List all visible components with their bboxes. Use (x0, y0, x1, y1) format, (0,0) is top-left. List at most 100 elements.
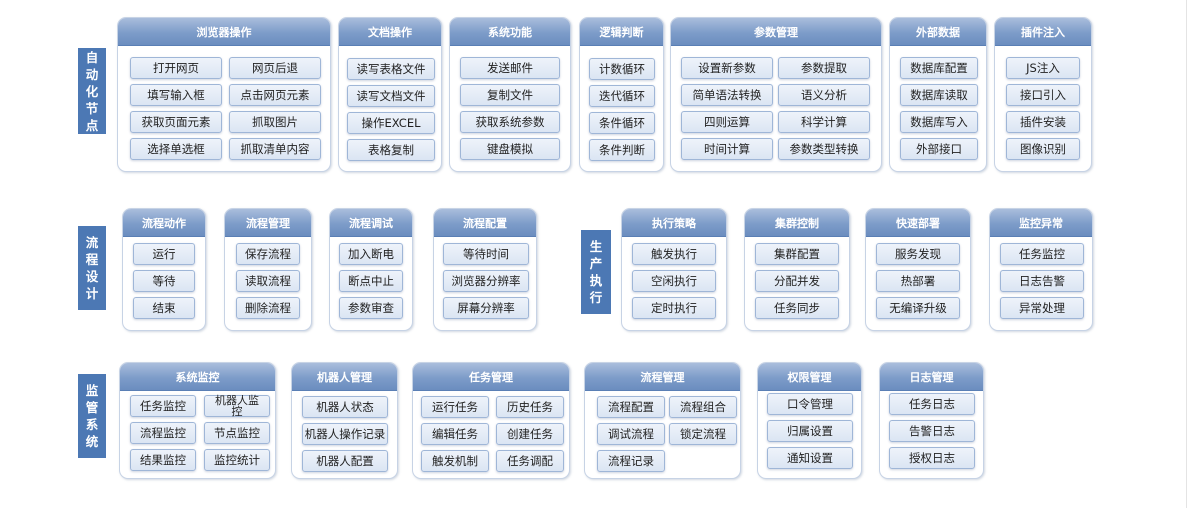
row-label-char: 行 (589, 290, 603, 305)
feature-item[interactable]: 授权日志 (889, 447, 975, 469)
feature-item[interactable]: 数据库写入 (900, 111, 978, 133)
feature-item[interactable]: 任务监控 (130, 395, 196, 417)
feature-item[interactable]: 图像识别 (1006, 138, 1080, 160)
row-label-char: 监 (85, 383, 99, 398)
feature-item[interactable]: 屏幕分辨率 (443, 297, 529, 319)
feature-item[interactable]: 任务调配 (496, 450, 564, 472)
feature-item[interactable]: 机器人配置 (302, 450, 388, 472)
feature-group: 执行策略触发执行空闲执行定时执行 (621, 208, 727, 331)
feature-item[interactable]: 断点中止 (339, 270, 403, 292)
feature-item[interactable]: 获取系统参数 (460, 111, 560, 133)
feature-item[interactable]: 点击网页元素 (229, 84, 321, 106)
feature-item[interactable]: 表格复制 (347, 139, 435, 161)
feature-group: 浏览器操作打开网页网页后退填写输入框点击网页元素获取页面元素抓取图片选择单选框抓… (117, 17, 331, 172)
feature-item[interactable]: 异常处理 (1000, 297, 1084, 319)
feature-item[interactable]: 结果监控 (130, 449, 196, 471)
feature-item[interactable]: 历史任务 (496, 396, 564, 418)
feature-item[interactable]: 通知设置 (767, 447, 853, 469)
feature-item[interactable]: 分配并发 (755, 270, 839, 292)
feature-item[interactable]: 调试流程 (597, 423, 665, 445)
feature-item[interactable]: 简单语法转换 (681, 84, 773, 106)
feature-item[interactable]: 抓取清单内容 (229, 138, 321, 160)
group-title: 外部数据 (890, 18, 986, 46)
feature-item[interactable]: 迭代循环 (589, 85, 655, 107)
feature-item[interactable]: 机器人监控 (204, 395, 270, 417)
feature-item[interactable]: 操作EXCEL (347, 112, 435, 134)
feature-item[interactable]: 等待 (133, 270, 195, 292)
feature-item[interactable]: 等待时间 (443, 243, 529, 265)
feature-item[interactable]: 浏览器分辨率 (443, 270, 529, 292)
feature-item[interactable]: 填写输入框 (130, 84, 222, 106)
feature-item[interactable]: 抓取图片 (229, 111, 321, 133)
group-title: 任务管理 (413, 363, 569, 391)
feature-group: 逻辑判断计数循环迭代循环条件循环条件判断 (579, 17, 664, 172)
feature-item[interactable]: 监控统计 (204, 449, 270, 471)
feature-item[interactable]: 锁定流程 (669, 423, 737, 445)
feature-item[interactable]: 键盘模拟 (460, 138, 560, 160)
feature-item[interactable]: 数据库读取 (900, 84, 978, 106)
feature-item[interactable]: 获取页面元素 (130, 111, 222, 133)
feature-item[interactable]: 保存流程 (236, 243, 300, 265)
feature-item[interactable]: 触发执行 (632, 243, 716, 265)
feature-item[interactable]: 复制文件 (460, 84, 560, 106)
feature-item[interactable]: 数据库配置 (900, 57, 978, 79)
feature-item[interactable]: 插件安装 (1006, 111, 1080, 133)
feature-item[interactable]: 读写表格文件 (347, 58, 435, 80)
feature-item[interactable]: 流程记录 (597, 450, 665, 472)
feature-item[interactable]: 热部署 (876, 270, 960, 292)
right-border (1186, 0, 1187, 508)
feature-item[interactable]: 机器人状态 (302, 396, 388, 418)
group-title: 权限管理 (758, 363, 861, 391)
feature-item[interactable]: 触发机制 (421, 450, 489, 472)
feature-item[interactable]: 接口引入 (1006, 84, 1080, 106)
feature-item[interactable]: 读写文档文件 (347, 85, 435, 107)
feature-item[interactable]: 集群配置 (755, 243, 839, 265)
feature-item[interactable]: 条件循环 (589, 112, 655, 134)
feature-item[interactable]: 打开网页 (130, 57, 222, 79)
feature-item[interactable]: 时间计算 (681, 138, 773, 160)
feature-item[interactable]: 删除流程 (236, 297, 300, 319)
feature-item[interactable]: 结束 (133, 297, 195, 319)
feature-item[interactable]: 告警日志 (889, 420, 975, 442)
feature-item[interactable]: 流程配置 (597, 396, 665, 418)
feature-item[interactable]: 日志告警 (1000, 270, 1084, 292)
group-title: 日志管理 (880, 363, 983, 391)
feature-item[interactable]: 计数循环 (589, 58, 655, 80)
feature-item[interactable]: JS注入 (1006, 57, 1080, 79)
feature-item[interactable]: 选择单选框 (130, 138, 222, 160)
feature-item[interactable]: 网页后退 (229, 57, 321, 79)
feature-item[interactable]: 发送邮件 (460, 57, 560, 79)
row-label-char: 自 (85, 49, 99, 65)
group-title: 流程动作 (123, 209, 205, 237)
feature-item[interactable]: 运行 (133, 243, 195, 265)
feature-item[interactable]: 流程监控 (130, 422, 196, 444)
feature-item[interactable]: 创建任务 (496, 423, 564, 445)
feature-item[interactable]: 口令管理 (767, 393, 853, 415)
feature-item[interactable]: 任务日志 (889, 393, 975, 415)
feature-item[interactable]: 归属设置 (767, 420, 853, 442)
feature-item[interactable]: 空闲执行 (632, 270, 716, 292)
feature-group: 任务管理运行任务历史任务编辑任务创建任务触发机制任务调配 (412, 362, 570, 479)
feature-item[interactable]: 节点监控 (204, 422, 270, 444)
feature-item[interactable]: 无编译升级 (876, 297, 960, 319)
feature-item[interactable]: 语义分析 (778, 84, 870, 106)
row-label-char: 化 (85, 83, 99, 99)
feature-item[interactable]: 参数提取 (778, 57, 870, 79)
feature-item[interactable]: 运行任务 (421, 396, 489, 418)
feature-item[interactable]: 任务监控 (1000, 243, 1084, 265)
feature-item[interactable]: 条件判断 (589, 139, 655, 161)
feature-item[interactable]: 参数审查 (339, 297, 403, 319)
feature-item[interactable]: 读取流程 (236, 270, 300, 292)
feature-item[interactable]: 参数类型转换 (778, 138, 870, 160)
feature-item[interactable]: 四则运算 (681, 111, 773, 133)
feature-item[interactable]: 流程组合 (669, 396, 737, 418)
feature-item[interactable]: 任务同步 (755, 297, 839, 319)
feature-item[interactable]: 编辑任务 (421, 423, 489, 445)
feature-item[interactable]: 加入断电 (339, 243, 403, 265)
feature-item[interactable]: 设置新参数 (681, 57, 773, 79)
feature-item[interactable]: 服务发现 (876, 243, 960, 265)
feature-item[interactable]: 科学计算 (778, 111, 870, 133)
feature-item[interactable]: 定时执行 (632, 297, 716, 319)
feature-item[interactable]: 外部接口 (900, 138, 978, 160)
feature-item[interactable]: 机器人操作记录 (302, 423, 388, 445)
